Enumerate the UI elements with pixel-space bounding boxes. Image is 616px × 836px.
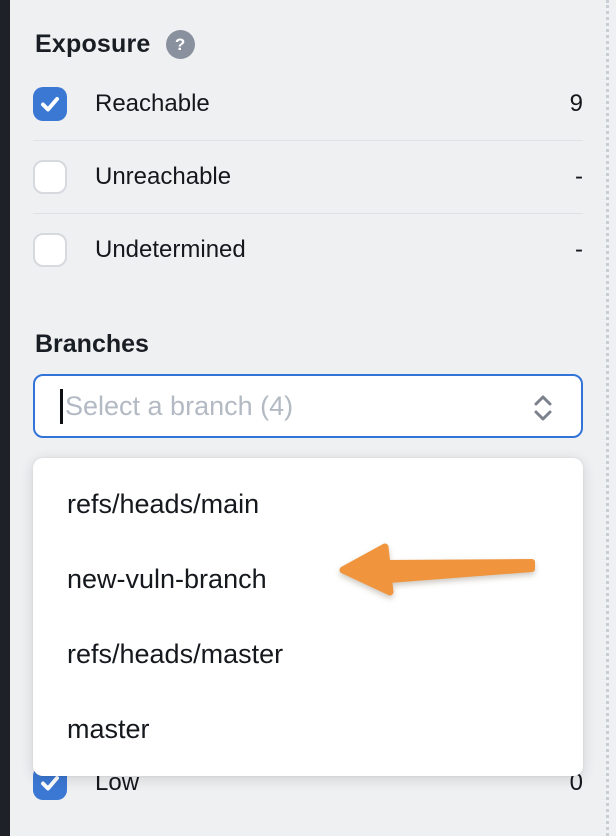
- row-divider: [33, 140, 583, 141]
- filter-label: Unreachable: [95, 163, 232, 190]
- branch-dropdown-menu: refs/heads/main new-vuln-branch refs/hea…: [33, 458, 583, 776]
- text-cursor: [60, 389, 63, 424]
- filter-row-low-severity[interactable]: Low 0: [33, 748, 583, 818]
- checkmark-icon: [41, 97, 59, 112]
- filter-row-undetermined[interactable]: Undetermined -: [33, 214, 583, 286]
- exposure-filter-list: Reachable 9 Unreachable - Undetermined -: [33, 68, 583, 286]
- branch-select[interactable]: [33, 374, 583, 438]
- row-divider: [33, 213, 583, 214]
- window-edge-bar: [0, 0, 10, 836]
- branch-option-main[interactable]: refs/heads/main: [67, 489, 260, 519]
- reachable-checkbox[interactable]: [33, 87, 67, 121]
- branches-section-title: Branches: [35, 330, 149, 358]
- branch-option-refs-master[interactable]: refs/heads/master: [67, 639, 284, 669]
- checkmark-icon: [41, 776, 59, 791]
- filter-row-unreachable[interactable]: Unreachable -: [33, 141, 583, 213]
- branch-select-input[interactable]: [35, 376, 581, 436]
- filter-count: 9: [569, 90, 583, 117]
- question-mark-icon[interactable]: ?: [165, 30, 195, 59]
- unreachable-checkbox[interactable]: [33, 160, 67, 194]
- filter-count: -: [575, 236, 583, 263]
- undetermined-checkbox[interactable]: [33, 233, 67, 267]
- branch-option-new-vuln-branch[interactable]: new-vuln-branch: [67, 564, 267, 594]
- panel-resize-border[interactable]: [606, 0, 609, 836]
- filter-count: -: [575, 163, 583, 190]
- filter-label: Undetermined: [95, 236, 246, 263]
- exposure-section-title: Exposure: [35, 30, 151, 58]
- exposure-section-header: Exposure ?: [35, 30, 195, 59]
- branch-option-master[interactable]: master: [67, 714, 150, 744]
- filter-row-reachable[interactable]: Reachable 9: [33, 68, 583, 140]
- up-down-chevron-icon[interactable]: [529, 392, 557, 424]
- filter-label: Reachable: [95, 90, 210, 117]
